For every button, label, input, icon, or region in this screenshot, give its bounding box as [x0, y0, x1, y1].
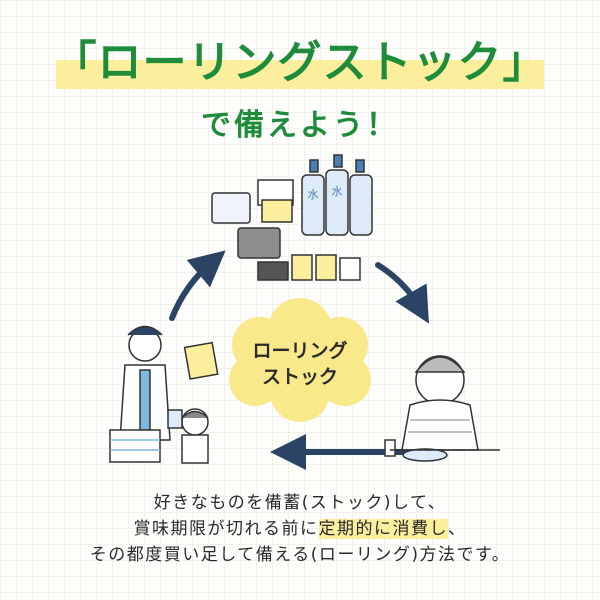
description-text: 賞味期限が切れる前に — [133, 519, 319, 539]
page-title: 「ローリングストック」 — [52, 37, 548, 88]
description-line3: その都度買い足して備える(ローリング)方法です。 — [89, 545, 511, 565]
bottle-label: 水 — [332, 185, 343, 198]
stock-items-icon — [211, 154, 373, 281]
eating-person-illustration-icon — [384, 355, 500, 462]
description-line1: 好きなものを備蓄(ストック)して、 — [153, 493, 447, 513]
highlighted-text: 定期的に消費し — [318, 519, 448, 539]
cloud-shape — [229, 298, 371, 422]
page-subtitle: で備えよう！ — [201, 108, 399, 143]
arrow-top-right — [375, 262, 429, 324]
description: 好きなものを備蓄(ストック)して、 賞味期限が切れる前に定期的に消費し、 その都… — [0, 490, 600, 568]
shopper-illustration-icon — [109, 325, 219, 464]
title-highlight — [56, 60, 544, 89]
description-line2: 賞味期限が切れる前に定期的に消費し、 — [0, 516, 600, 542]
cloud-label-line2: ストック — [261, 366, 338, 388]
cloud-label-line1: ローリング — [252, 340, 348, 362]
cloud-label: ローリング ストック — [230, 338, 370, 390]
arrow-top-left — [169, 250, 226, 321]
bottle-label: 水 — [308, 188, 319, 201]
description-text: 、 — [448, 519, 467, 539]
